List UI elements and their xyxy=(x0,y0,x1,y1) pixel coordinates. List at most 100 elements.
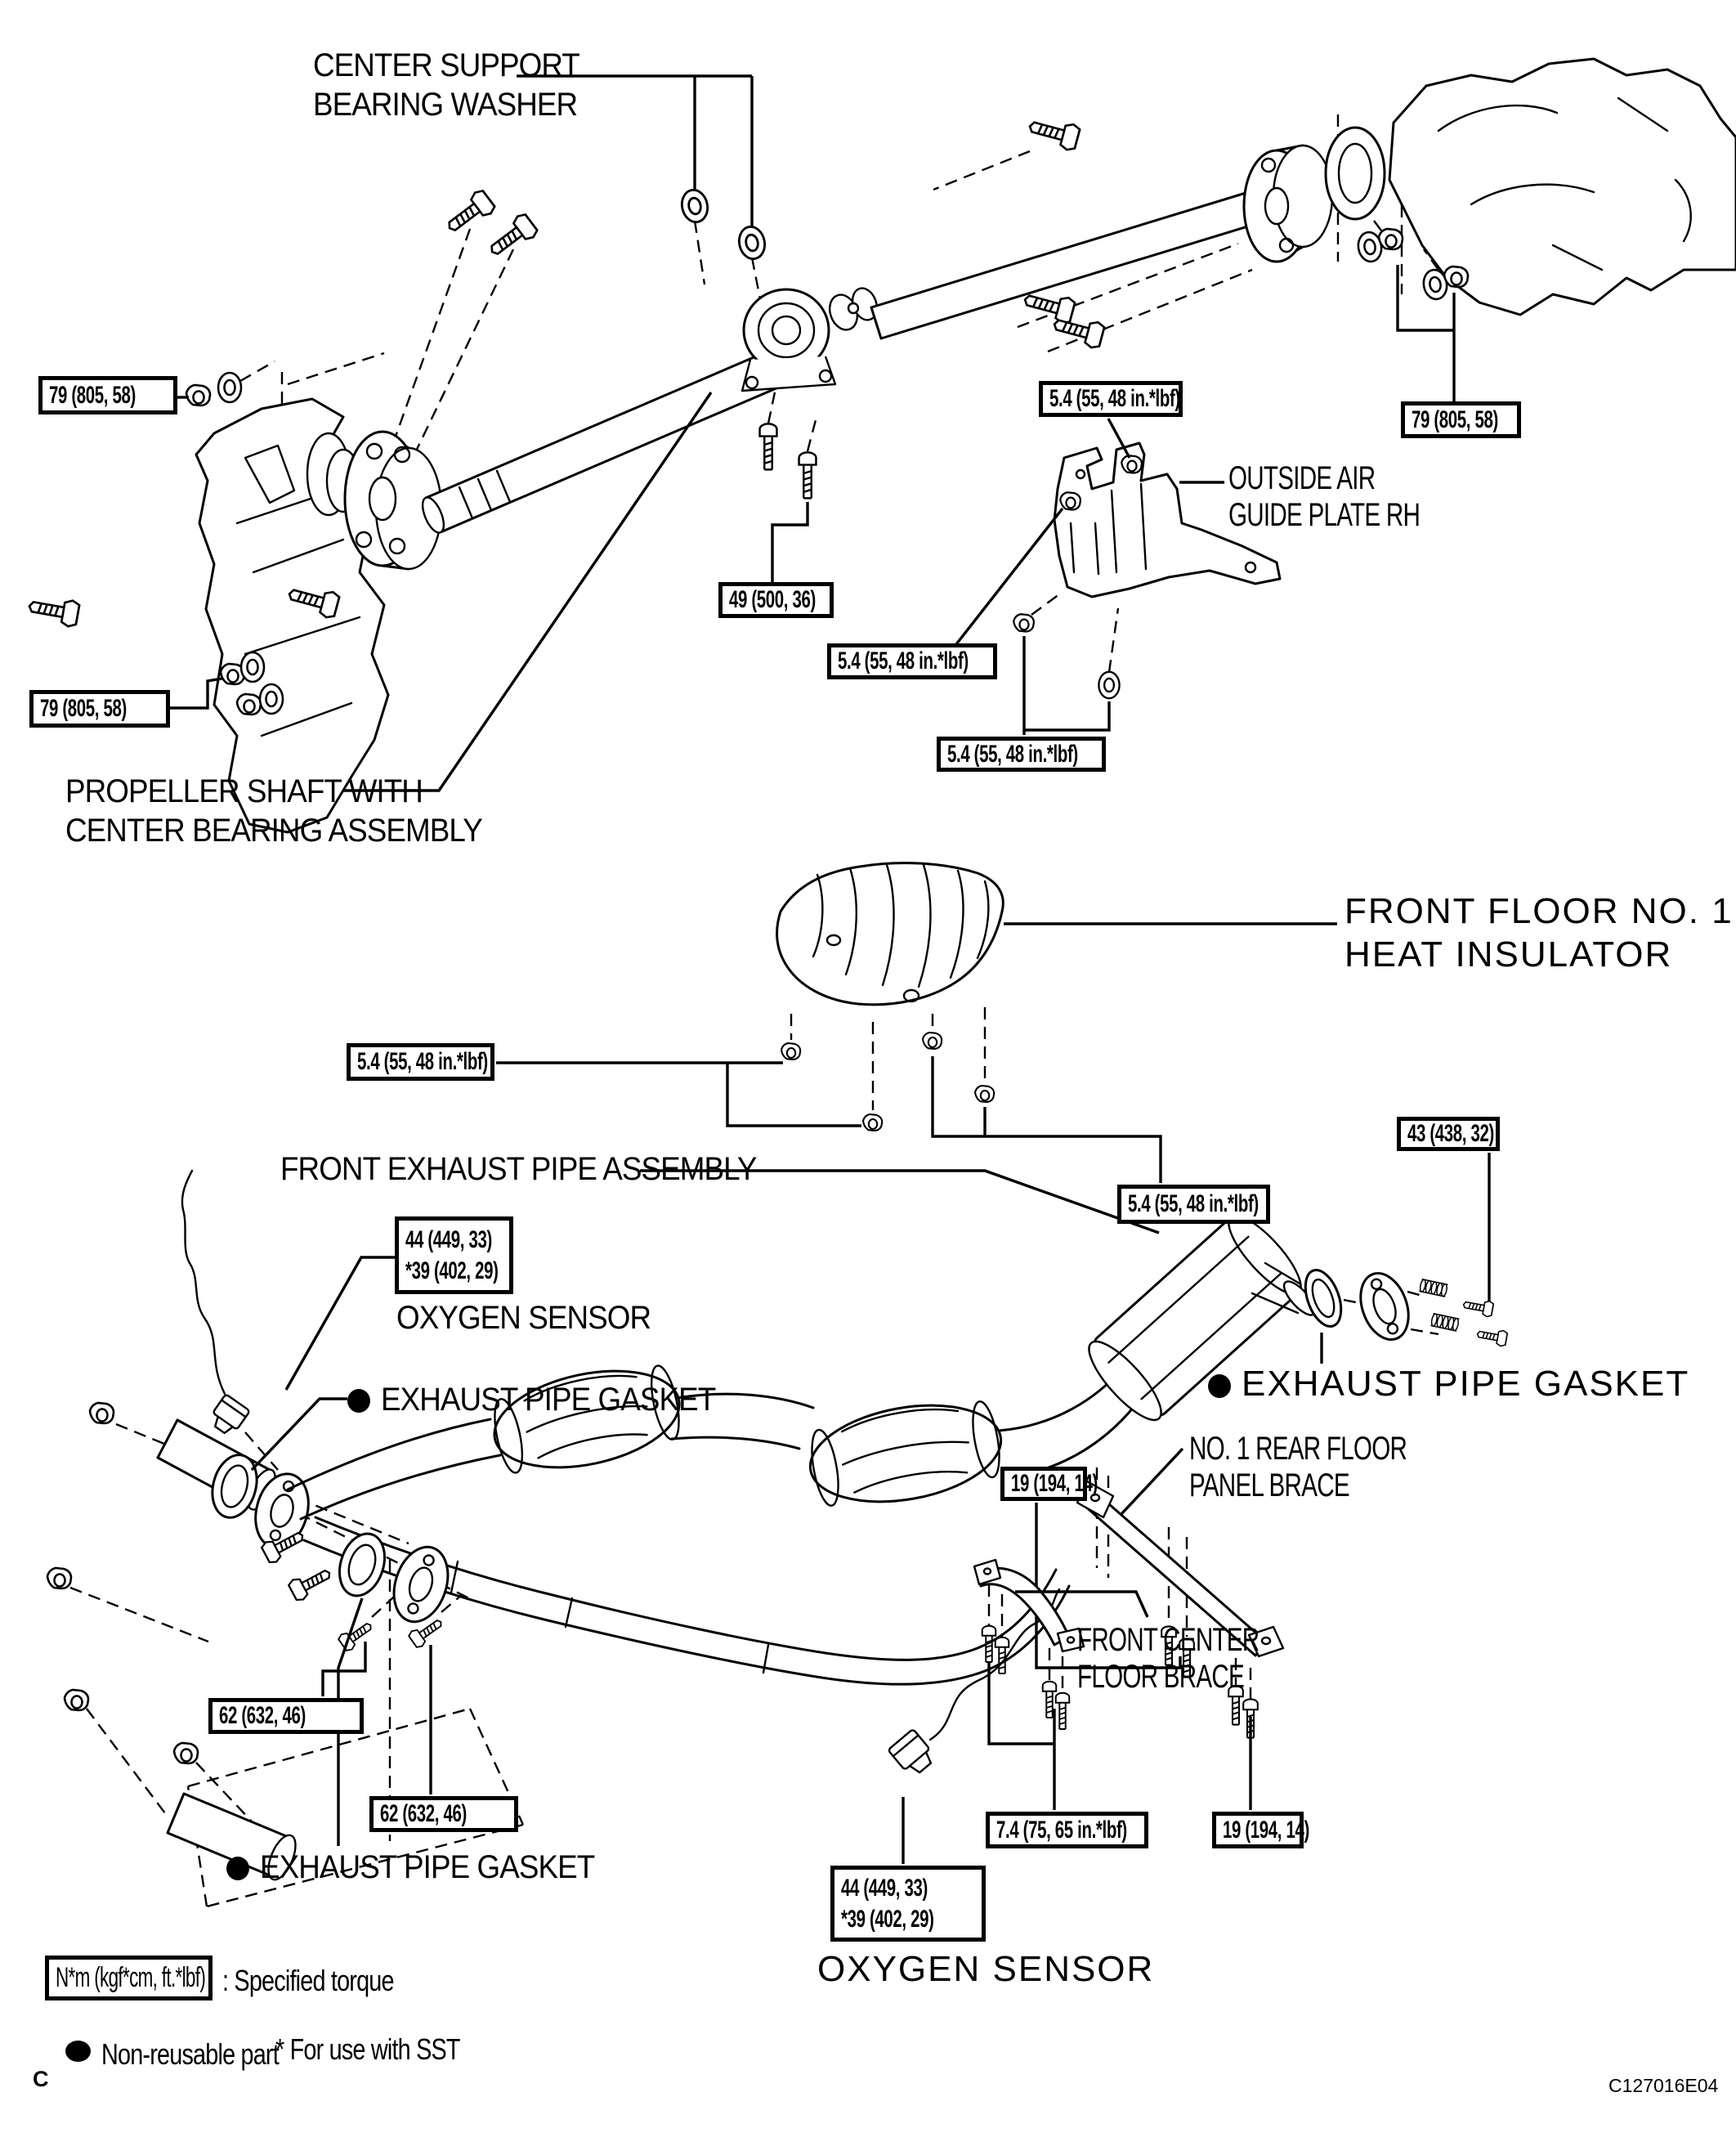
leader-54-lower xyxy=(1022,636,1111,735)
torque-value: 19 (194, 14) xyxy=(1223,1816,1309,1844)
torque-value: 5.4 (55, 48 in.*lbf) xyxy=(1049,385,1180,412)
leader-gasket-left xyxy=(250,1397,347,1472)
leader-54-left xyxy=(955,507,1064,646)
torque-value: 19 (194, 14) xyxy=(1011,1470,1098,1497)
part-label-text: GUIDE PLATE RH xyxy=(1228,497,1421,533)
part-label-text: CENTER SUPPORT xyxy=(313,47,580,83)
part-label-text: EXHAUST PIPE GASKET xyxy=(1242,1364,1690,1404)
differential-drawing xyxy=(1324,57,1736,316)
figure-code: C127016E04 xyxy=(1608,2075,1719,2096)
torque-spec-box-center-brace-74: 7.4 (75, 65 in.*lbf) xyxy=(986,1812,1148,1848)
torque-legend-box: N*m (kgf*cm, ft.*lbf) xyxy=(45,1956,213,2000)
flange-3 xyxy=(1359,1271,1410,1342)
shaft-front-tube xyxy=(424,349,785,534)
part-label-oxygen-sensor-lower: OXYGEN SENSOR xyxy=(817,1949,1154,1992)
torque-value: 49 (500, 36) xyxy=(729,586,816,613)
part-label-text: PROPELLER SHAFT WITH xyxy=(65,773,423,809)
torque-spec-box-prop-front-79: 79 (805, 58) xyxy=(38,376,177,414)
leader-insulator-right-54 xyxy=(931,1056,1162,1183)
leader-insulator-left-54 xyxy=(496,1061,861,1127)
transmission-drawing xyxy=(195,397,390,834)
torque-spec-box-joint-62a: 62 (632, 46) xyxy=(208,1698,364,1734)
part-label-text: BEARING WASHER xyxy=(313,87,578,123)
torque-spec-box-air-guide-lower-54: 5.4 (55, 48 in.*lbf) xyxy=(937,737,1106,772)
torque-spec-box-center-bearing-49: 49 (500, 36) xyxy=(718,582,834,618)
torque-spec-box-insulator-left-54: 5.4 (55, 48 in.*lbf) xyxy=(347,1043,494,1081)
exhaust-gasket-2 xyxy=(338,1532,387,1597)
torque-value: 5.4 (55, 48 in.*lbf) xyxy=(1128,1190,1259,1217)
exhaust-gasket-1 xyxy=(211,1454,258,1519)
torque-spec-box-prop-rear-79: 79 (805, 58) xyxy=(1401,401,1521,438)
torque-spec-box-joint-62b: 62 (632, 46) xyxy=(369,1796,518,1832)
part-label-exhaust-pipe-gasket-left: EXHAUST PIPE GASKET xyxy=(347,1382,745,1421)
oxygen-sensor-upper-body xyxy=(213,1394,250,1435)
part-label-text: PANEL BRACE xyxy=(1189,1467,1350,1503)
torque-value: 79 (805, 58) xyxy=(49,381,136,409)
leader-62a xyxy=(321,1642,367,1696)
part-label-text: NO. 1 REAR FLOOR xyxy=(1189,1431,1407,1467)
torque-legend-text: N*m (kgf*cm, ft.*lbf) xyxy=(56,1962,206,1993)
torque-value: 5.4 (55, 48 in.*lbf) xyxy=(357,1048,488,1075)
leader-gasket-bottom xyxy=(337,1597,364,1846)
torque-value: 79 (805, 58) xyxy=(1412,405,1498,433)
braces-drawing xyxy=(973,1447,1285,1810)
torque-value: 7.4 (75, 65 in.*lbf) xyxy=(996,1816,1127,1844)
torque-spec-box-panel-brace-19b: 19 (194, 14) xyxy=(1212,1812,1309,1848)
part-label-text: FLOOR BRACE xyxy=(1077,1659,1245,1695)
torque-spec-box-tailpipe-43: 43 (438, 32) xyxy=(1397,1117,1500,1151)
part-label-text: OUTSIDE AIR xyxy=(1228,460,1376,496)
part-label-oxygen-sensor-upper: OXYGEN SENSOR xyxy=(396,1300,673,1339)
torque-spec-box-oxygen-upper-44-39: 44 (449, 33)*39 (402, 29) xyxy=(395,1216,513,1294)
torque-value: 44 (449, 33) xyxy=(841,1874,928,1902)
leader-center-brace-label xyxy=(1015,1590,1149,1618)
torque-value: 62 (632, 46) xyxy=(219,1702,306,1729)
part-label-text: EXHAUST PIPE GASKET xyxy=(381,1382,716,1418)
leader-79-lower xyxy=(170,677,223,710)
propeller-shaft-assembly-drawing xyxy=(25,57,1736,834)
torque-value: *39 (402, 29) xyxy=(841,1905,934,1933)
leader-oxygen-upper xyxy=(284,1256,395,1391)
part-label-text: EXHAUST PIPE GASKET xyxy=(260,1849,595,1885)
torque-value: 79 (805, 58) xyxy=(40,695,127,722)
leader-panel-brace-label xyxy=(1120,1447,1184,1516)
front-pipe-mid xyxy=(670,1392,815,1450)
center-bearing-drawing xyxy=(740,288,837,392)
torque-spec-box-prop-lower-79: 79 (805, 58) xyxy=(29,690,170,728)
part-label-exhaust-pipe-gasket-right: EXHAUST PIPE GASKET xyxy=(1208,1364,1689,1407)
non-reusable-note: Non-reusable part xyxy=(101,2037,280,2071)
leader-front-exhaust-label xyxy=(640,1169,1160,1234)
part-label-exhaust-pipe-gasket-bottom: EXHAUST PIPE GASKET xyxy=(226,1849,624,1888)
part-label-text: OXYGEN SENSOR xyxy=(817,1949,1155,1989)
torque-spec-box-panel-brace-19a: 19 (194, 14) xyxy=(1000,1467,1098,1501)
non-reusable-bullet-icon xyxy=(1208,1374,1231,1398)
torque-value: 43 (438, 32) xyxy=(1407,1120,1494,1147)
oxygen-sensor-upper-cable xyxy=(181,1169,226,1396)
leader-74 xyxy=(987,1661,1056,1810)
universal-joint-drawing xyxy=(828,287,879,331)
catalytic-converter-2 xyxy=(808,1400,1003,1507)
torque-spec-box-oxygen-lower-44-39: 44 (449, 33) *39 (402, 29) xyxy=(830,1866,986,1942)
part-label-text: CENTER BEARING ASSEMBLY xyxy=(65,813,483,849)
non-reusable-bullet-icon xyxy=(65,2041,91,2062)
exhaust-assembly-drawing xyxy=(46,1153,1509,1908)
part-label-text: FRONT CENTER xyxy=(1077,1622,1259,1658)
torque-spec-box-air-guide-left-54: 5.4 (55, 48 in.*lbf) xyxy=(827,643,997,679)
non-reusable-bullet-icon xyxy=(347,1389,370,1413)
rear-coupling-drawing xyxy=(1242,144,1334,263)
torque-value: 5.4 (55, 48 in.*lbf) xyxy=(838,647,969,674)
leader-49 xyxy=(771,502,809,582)
torque-spec-box-insulator-right-54: 5.4 (55, 48 in.*lbf) xyxy=(1117,1185,1270,1224)
torque-legend-suffix: : Specified torque xyxy=(222,1964,395,1997)
torque-value: *39 (402, 29) xyxy=(405,1257,499,1284)
front-pipe-upper xyxy=(286,1418,502,1521)
torque-value: 5.4 (55, 48 in.*lbf) xyxy=(947,740,1078,768)
leader-79-rear xyxy=(1396,265,1456,401)
part-label-text: FRONT EXHAUST PIPE ASSEMBLY xyxy=(280,1151,757,1187)
leader-center-support-washer xyxy=(517,74,754,228)
part-label-text: HEAT INSULATOR xyxy=(1345,934,1673,974)
leader-propeller-label xyxy=(343,392,713,792)
torque-spec-box-air-guide-upper-54: 5.4 (55, 48 in.*lbf) xyxy=(1039,381,1183,417)
